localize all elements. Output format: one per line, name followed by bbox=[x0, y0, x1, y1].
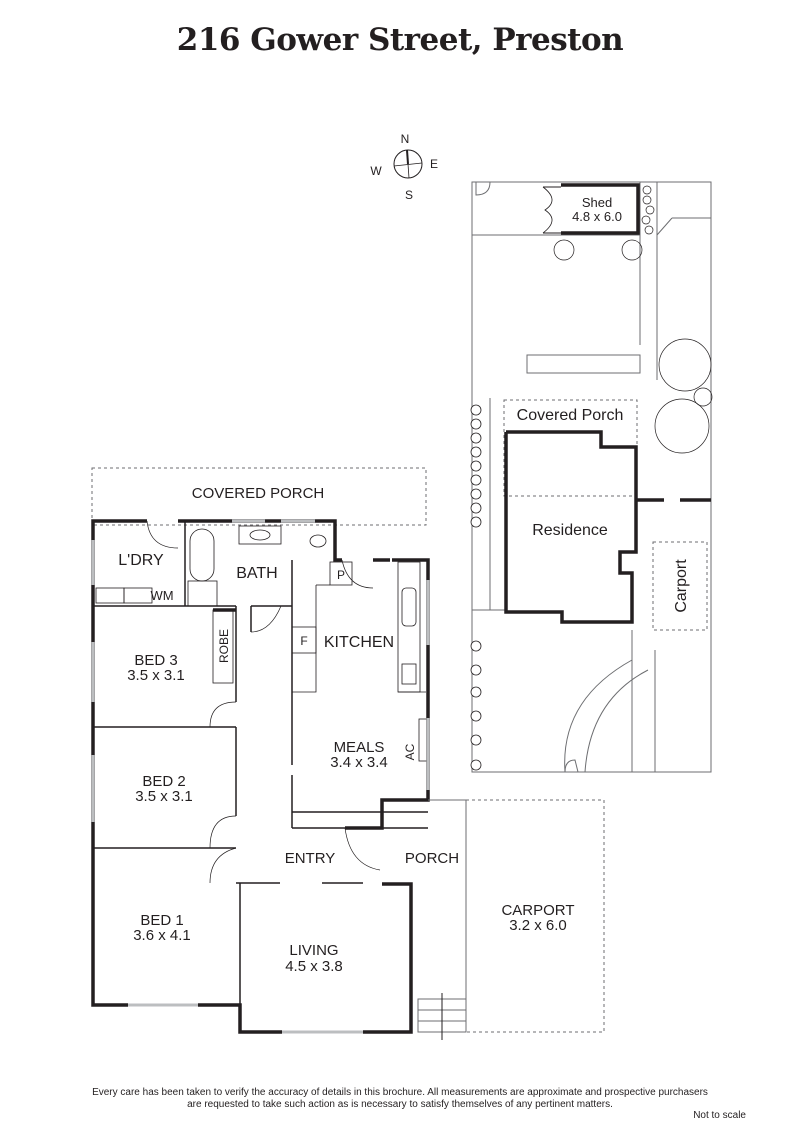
carport-dims: 3.2 x 6.0 bbox=[509, 917, 567, 934]
bed2-dims: 3.5 x 3.1 bbox=[135, 788, 193, 805]
page-title: 216 Gower Street, Preston bbox=[176, 22, 624, 58]
fixtures bbox=[95, 525, 428, 762]
ac-label: AC bbox=[403, 743, 417, 760]
compass-s: S bbox=[405, 188, 413, 202]
hedge-row bbox=[470, 404, 482, 771]
windows bbox=[91, 519, 430, 1034]
porch-label: PORCH bbox=[405, 850, 459, 867]
door-swings bbox=[146, 520, 381, 884]
compass-n: N bbox=[401, 132, 410, 146]
bed3-dims: 3.5 x 3.1 bbox=[127, 667, 185, 684]
porch-carport bbox=[417, 799, 605, 1040]
bath-label: BATH bbox=[236, 565, 277, 582]
residence-label: Residence bbox=[532, 522, 608, 539]
bed3-label: BED 3 bbox=[134, 652, 177, 669]
living-dims: 4.5 x 3.8 bbox=[285, 958, 343, 975]
disclaimer-line-2: are requested to take such action as is … bbox=[187, 1099, 613, 1110]
covered-porch-label: COVERED PORCH bbox=[192, 485, 325, 502]
site-carport-outline bbox=[652, 541, 708, 631]
bed1-dims: 3.6 x 4.1 bbox=[133, 927, 191, 944]
entry-label: ENTRY bbox=[285, 850, 336, 867]
residence-outline bbox=[504, 430, 638, 624]
washing-machine-label: WM bbox=[150, 588, 173, 603]
compass-w: W bbox=[370, 164, 382, 178]
laundry-label: L'DRY bbox=[118, 552, 164, 569]
kitchen-label: KITCHEN bbox=[324, 634, 394, 651]
shed-label: Shed bbox=[582, 195, 612, 210]
shed: Shed 4.8 x 6.0 bbox=[542, 183, 640, 235]
disclaimer-line-1: Every care has been taken to verify the … bbox=[92, 1087, 708, 1098]
bed2-label: BED 2 bbox=[142, 773, 185, 790]
pantry-label: P bbox=[337, 568, 345, 582]
disclaimer: Every care has been taken to verify the … bbox=[0, 1087, 800, 1111]
site-carport-label: Carport bbox=[673, 559, 690, 613]
compass-e: E bbox=[430, 157, 438, 171]
site-plan bbox=[471, 181, 712, 773]
scale-note: Not to scale bbox=[693, 1110, 746, 1121]
bed1-label: BED 1 bbox=[140, 912, 183, 929]
living-label: LIVING bbox=[289, 942, 338, 959]
carport-label: CARPORT bbox=[501, 902, 574, 919]
site-covered-porch-label: Covered Porch bbox=[517, 407, 624, 424]
compass-icon: N E S W bbox=[370, 132, 438, 202]
covered-porch-outline bbox=[91, 467, 427, 526]
fridge-label: F bbox=[300, 634, 307, 648]
tree-icons bbox=[553, 185, 713, 454]
meals-dims: 3.4 x 3.4 bbox=[330, 754, 388, 771]
robe-label: ROBE bbox=[217, 629, 231, 663]
meals-label: MEALS bbox=[334, 739, 385, 756]
shed-dims: 4.8 x 6.0 bbox=[572, 209, 622, 224]
